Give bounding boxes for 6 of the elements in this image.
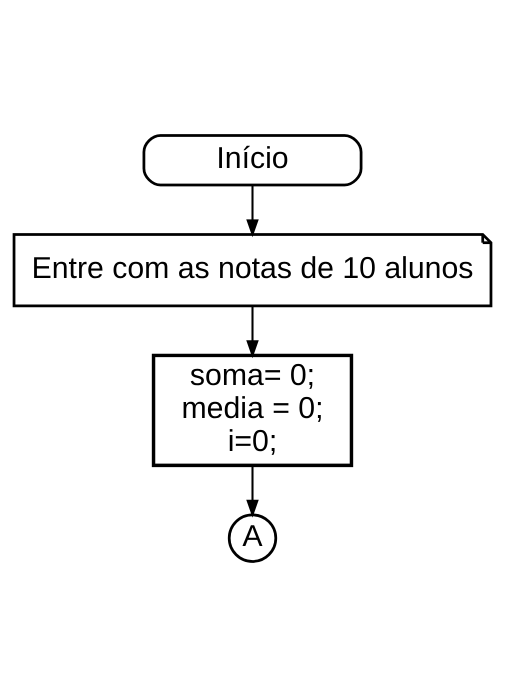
arrow bbox=[246, 306, 259, 358]
node-box: Início bbox=[142, 134, 362, 186]
node-circle: A bbox=[228, 514, 278, 563]
arrow bbox=[246, 185, 259, 238]
arrow bbox=[246, 466, 259, 518]
node-box: soma= 0; media = 0; i=0; bbox=[152, 354, 354, 468]
